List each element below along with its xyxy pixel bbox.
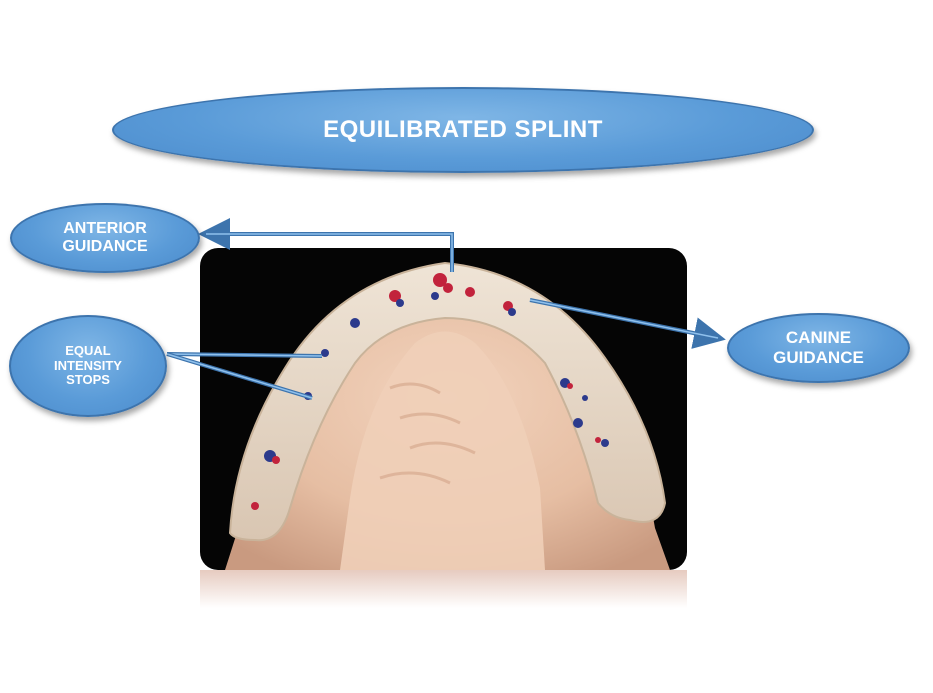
anterior-guidance-text: ANTERIOR GUIDANCE [62, 219, 148, 255]
splint-illustration [225, 261, 670, 570]
canine-guidance-label: CANINE GUIDANCE [727, 313, 910, 383]
splint-photo [200, 248, 687, 570]
anterior-guidance-label: ANTERIOR GUIDANCE [10, 203, 200, 273]
title-text: EQUILIBRATED SPLINT [323, 116, 603, 144]
equal-intensity-stops-label: EQUAL INTENSITY STOPS [9, 315, 167, 417]
equal-intensity-stops-text: EQUAL INTENSITY STOPS [54, 342, 122, 388]
title-ellipse: EQUILIBRATED SPLINT [112, 87, 814, 173]
canine-guidance-text: CANINE GUIDANCE [773, 328, 864, 367]
photo-reflection [200, 570, 687, 608]
palate [340, 331, 545, 570]
